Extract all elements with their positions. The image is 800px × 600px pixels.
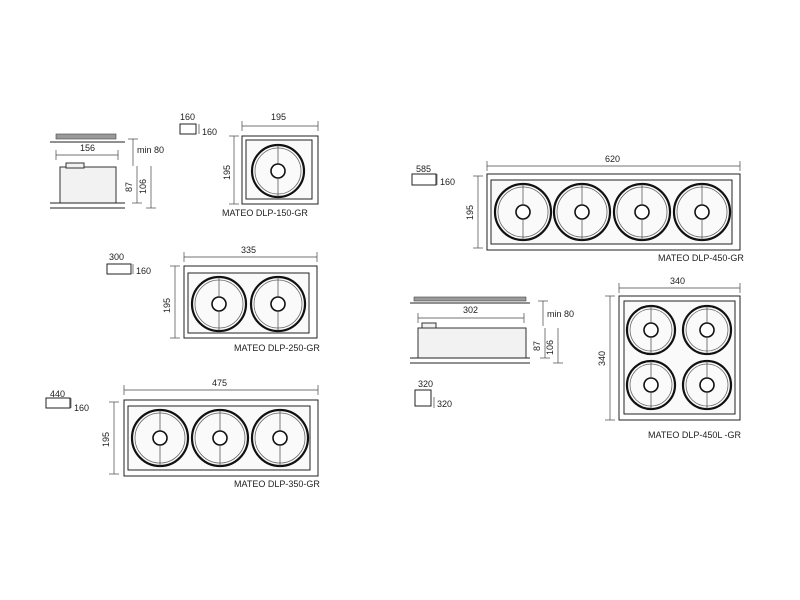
dlp450l-burner-2	[681, 304, 733, 356]
dlp150-h1-label: 87	[124, 182, 134, 192]
dlp450l-caption: MATEO DLP-450L -GR	[648, 430, 742, 440]
dlp450-cutout: 585 160	[411, 164, 455, 187]
dlp350-cutout-width: 440	[50, 389, 65, 399]
dlp150-length-label: 156	[80, 143, 95, 153]
appliance-top-block	[421, 322, 437, 329]
dlp350-caption: MATEO DLP-350-GR	[234, 479, 320, 489]
dlp150-clearance-label: min 80	[137, 145, 164, 155]
dlp150-caption: MATEO DLP-150-GR	[222, 208, 308, 218]
dlp250-cutout-height: 160	[136, 266, 151, 276]
dlp450l-glass	[623, 300, 736, 415]
dlp350-burner-1	[130, 408, 190, 468]
dlp150-top-view: 195 195 MATEO DLP-150-GR	[222, 112, 319, 218]
dlp250-height-label: 195	[162, 298, 172, 313]
dlp450-burner-4	[672, 182, 732, 242]
countertop-section	[413, 296, 527, 302]
dlp250-top-view: 335 195 MATEO DLP-250-GR	[162, 245, 320, 353]
dlp450l-top-view: 340 340	[597, 276, 742, 440]
dlp450l-burner-4	[681, 359, 733, 411]
dlp150-side-view: 156 min 80 87 106	[50, 133, 164, 209]
dlp250-caption: MATEO DLP-250-GR	[234, 343, 320, 353]
dlp450-burner-1	[493, 182, 553, 242]
dlp450-burner-2	[552, 182, 612, 242]
dlp450l-cutout-width: 320	[418, 379, 433, 389]
dlp350-top-view: 475 195 MATEO DLP-350-GR	[101, 378, 320, 489]
dlp450-width-label: 620	[605, 154, 620, 164]
appliance-body	[417, 327, 527, 359]
dlp150-cutout-height: 160	[202, 127, 217, 137]
dlp150-cutout-width: 160	[180, 112, 195, 122]
dlp450l-cutout: 320 320	[414, 379, 452, 409]
dlp150-cutout: 160 160	[179, 112, 217, 137]
dlp350-width-label: 475	[212, 378, 227, 388]
dlp350-burner-3	[250, 408, 310, 468]
dlp250-width-label: 335	[241, 245, 256, 255]
dlp450l-side-view: 302 min 80 87 106	[410, 296, 574, 364]
dlp350-cutout: 440 160	[45, 389, 89, 413]
dlp150-height-label: 195	[222, 165, 232, 180]
dlp450l-h2-label: 106	[545, 340, 555, 355]
dlp250-burner-1	[190, 275, 248, 333]
appliance-body	[59, 166, 117, 204]
dlp150-burner-1	[250, 143, 306, 199]
dlp250-glass	[187, 272, 310, 334]
dlp250-cutout: 300 160	[106, 252, 151, 276]
dlp350-cutout-height: 160	[74, 403, 89, 413]
dlp450-burner-3	[612, 182, 672, 242]
dlp450l-width-label: 340	[670, 276, 685, 286]
dlp450-height-label: 195	[465, 205, 475, 220]
dlp350-height-label: 195	[101, 432, 111, 447]
dlp450l-height-label: 340	[597, 351, 607, 366]
dlp450-glass	[490, 179, 733, 245]
dlp250-cutout-width: 300	[109, 252, 124, 262]
dlp450l-h1-label: 87	[532, 341, 542, 351]
countertop-section	[55, 133, 117, 140]
dlp450l-length-label: 302	[463, 305, 478, 315]
dlp150-h2-label: 106	[138, 179, 148, 194]
dlp150-width-label: 195	[271, 112, 286, 122]
dlp350-burner-2	[190, 408, 250, 468]
dlp450-caption: MATEO DLP-450-GR	[658, 253, 744, 263]
appliance-top-block	[65, 162, 85, 169]
dlp250-burner-2	[249, 275, 307, 333]
dlp450l-clearance-label: min 80	[547, 309, 574, 319]
dlp450l-burner-1	[625, 304, 677, 356]
dlp450-cutout-height: 160	[440, 177, 455, 187]
dlp450-top-view: 620 195	[465, 154, 744, 263]
dlp450-cutout-width: 585	[416, 164, 431, 174]
dlp450l-burner-3	[625, 359, 677, 411]
dlp450l-cutout-height: 320	[437, 399, 452, 409]
